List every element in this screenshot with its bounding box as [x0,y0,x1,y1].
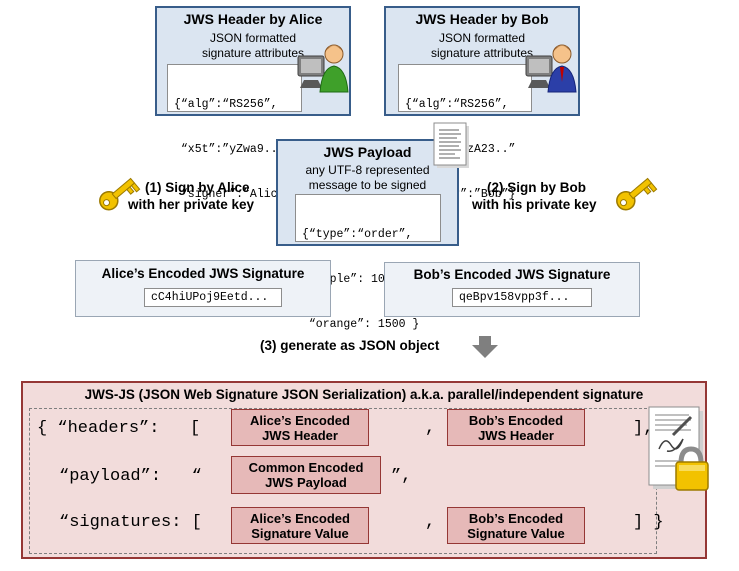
row3-suffix: ] } [633,513,664,532]
person-blue-icon [525,44,577,93]
step1-line1: (1) Sign by Alice [145,180,250,195]
row1-comma: , [425,419,436,438]
common-encoded-payload-l2: JWS Payload [265,475,347,490]
alice-header-code: {“alg”:“RS256”, “x5t”:”yZwa9..” “signer”… [167,64,302,201]
bob-encoded-signature-box: Bob’s Encoded Signature Value [447,507,585,544]
jwsjs-title: JWS-JS (JSON Web Signature JSON Serializ… [84,387,644,402]
alice-encoded-header-box: Alice’s Encoded JWS Header [231,409,369,446]
alice-encoded-signature-l2: Signature Value [251,525,349,541]
jwsjs-frame: JWS-JS (JSON Web Signature JSON Serializ… [21,381,707,559]
payload-code-line1: {“type”:“order”, [302,228,413,241]
bob-header-sub2: signature attributes [430,46,534,60]
bob-header-code: {“alg”:“RS256”, “x5t”:”bzA23..” “signer”… [398,64,532,201]
bob-signature-box: Bob’s Encoded JWS Signature qeBpv158vpp3… [384,262,640,317]
payload-title: JWS Payload [323,144,412,160]
alice-header-code-line2: “x5t”:”yZwa9..” [174,143,285,156]
payload-code: {“type”:“order”, “apple”: 1000 “orange”:… [295,194,441,331]
row2-suffix: ”, [391,467,412,486]
bob-header-code-line1: {“alg”:“RS256”, [405,98,509,111]
row3-prefix: “signatures: [ [59,513,202,532]
step1-line2: with her private key [128,197,255,212]
alice-header-code-line3: “signer”:”Alice”} [174,188,299,201]
bob-encoded-header-l2: JWS Header [478,427,554,443]
alice-signature-box: Alice’s Encoded JWS Signature cC4hiUPoj9… [75,260,331,317]
alice-signature-title: Alice’s Encoded JWS Signature [101,266,305,281]
alice-signature-value: cC4hiUPoj9Eetd... [144,288,282,307]
alice-header-code-line1: {“alg”:“RS256”, [174,98,278,111]
payload-code-line3: “orange”: 1500 } [302,318,420,331]
step3-label: (3) generate as JSON object [260,338,440,353]
alice-encoded-signature-box: Alice’s Encoded Signature Value [231,507,369,544]
key-icon [99,177,141,211]
alice-header-sub1: JSON formatted [209,31,297,45]
bob-header-sub1: JSON formatted [438,31,526,45]
alice-encoded-header-l1: Alice’s Encoded [250,412,350,428]
bob-signature-value: qeBpv158vpp3f... [452,288,592,307]
bob-encoded-header-box: Bob’s Encoded JWS Header [447,409,585,446]
key-icon [616,177,658,211]
alice-encoded-header-l2: JWS Header [262,427,338,443]
common-encoded-payload-box: Common Encoded JWS Payload [231,456,381,494]
row2-prefix: “payload”: “ [59,467,202,486]
step2-line2: with his private key [472,197,597,212]
row1-suffix: ], [633,419,654,438]
bob-header-title: JWS Header by Bob [415,11,549,27]
step2-line1: (2) Sign by Bob [487,180,586,195]
step1-label: (1) Sign by Alice with her private key [128,179,278,213]
signed-document-lock-icon [648,406,709,491]
document-icon [433,122,469,168]
bob-encoded-header-l1: Bob’s Encoded [468,412,564,428]
payload-box: JWS Payload any UTF-8 represented messag… [276,139,459,331]
bob-encoded-signature-l2: Signature Value [467,525,565,541]
row1-prefix: { “headers”: [ [37,419,201,438]
bob-encoded-signature-l1: Bob’s Encoded [468,510,564,526]
payload-sub2: message to be signed [308,178,427,192]
alice-encoded-signature-l1: Alice’s Encoded [250,510,350,526]
alice-header-sub2: signature attributes [201,46,305,60]
common-encoded-payload-l1: Common Encoded [248,460,364,475]
arrow-down-icon [472,336,498,358]
person-green-icon [297,44,349,93]
alice-header-title: JWS Header by Alice [183,11,323,27]
row3-comma: , [425,513,436,532]
bob-signature-title: Bob’s Encoded JWS Signature [413,267,611,282]
step2-label: (2) Sign by Bob with his private key [472,179,622,213]
payload-sub1: any UTF-8 represented [305,163,430,177]
